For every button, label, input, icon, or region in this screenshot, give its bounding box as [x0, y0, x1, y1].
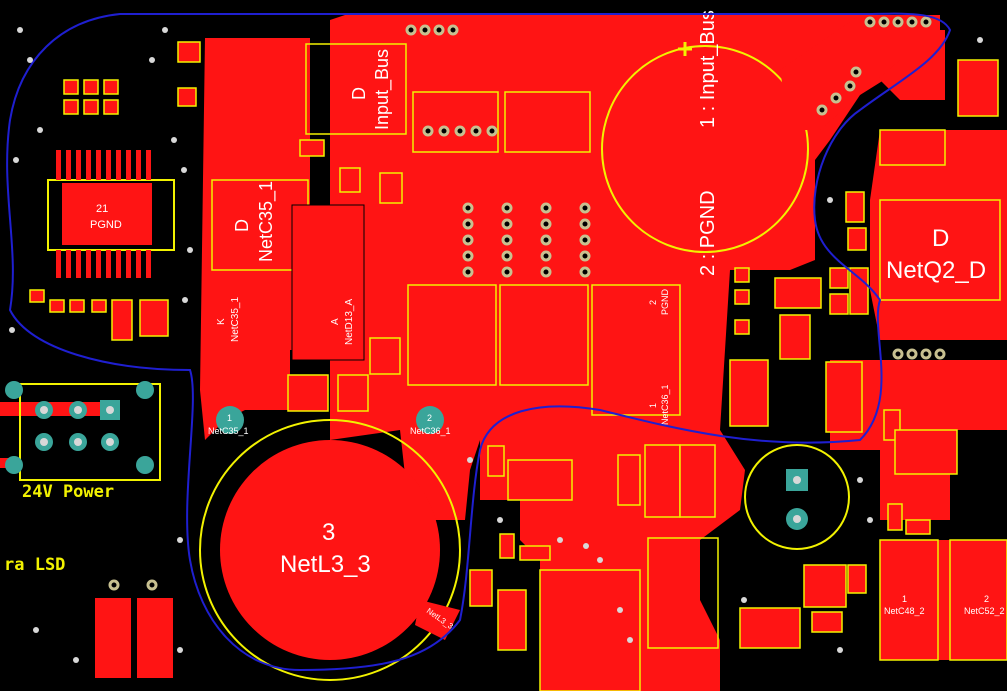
- testpad-netc35-circle: [216, 406, 244, 434]
- pgnd-small-net: PGND: [660, 288, 670, 315]
- connector-holes: [40, 406, 114, 446]
- silk-lsd: ra LSD: [4, 555, 65, 575]
- capacitor-footprint[interactable]: 1 : Input_Bus 2 : PGND: [601, 10, 809, 276]
- k-netc35-k: K: [216, 318, 227, 325]
- copper-pour-netq2: [870, 130, 1007, 340]
- small-vias: [9, 27, 983, 663]
- inductor-number: 3: [322, 519, 335, 546]
- netc48-net: NetC48_2: [884, 606, 925, 616]
- testpad-netc36-circle: [416, 406, 444, 434]
- cap-pin2-label: 2 : PGND: [697, 190, 719, 276]
- a-netd13-a: A: [330, 318, 341, 325]
- inductor-footprint[interactable]: 3 NetL3_3 NetL3_3: [199, 419, 461, 681]
- ic-pin-label: 21: [96, 203, 108, 215]
- misc-passives: [287, 59, 999, 651]
- copper-pad-lower-left-2: [137, 598, 173, 678]
- left-passives: [29, 41, 201, 341]
- pgnd-small-num: 2: [648, 300, 658, 305]
- a-netd13-net: NetD13_A: [344, 299, 355, 345]
- small-cap-hole1: [793, 476, 801, 484]
- small-cap-hole2: [793, 515, 801, 523]
- k-netc35-net: NetC35_1: [230, 297, 241, 342]
- pad-outlines: [211, 43, 1007, 691]
- testpad-netc36[interactable]: 2 NetC36_1: [410, 406, 451, 436]
- copper-inductor-pad: [220, 440, 440, 660]
- cap-pin1-label: 1 : Input_Bus: [697, 10, 719, 128]
- netq2-d: D: [932, 225, 949, 252]
- testpad-netc36-name: NetC36_1: [410, 426, 451, 436]
- via-group: [108, 16, 946, 591]
- netc36-small-net: NetC36_1: [660, 384, 670, 425]
- copper-diagonal-trace: [780, 15, 900, 130]
- copper-pour-input-bus: [330, 15, 940, 520]
- inductor-outline: [199, 419, 461, 681]
- ic-pins: [56, 150, 151, 278]
- ic-exposed-pad: [62, 183, 152, 245]
- ic-pgnd-label: PGND: [90, 219, 122, 231]
- input-bus-d: D: [349, 87, 369, 100]
- connector-outline: [19, 383, 161, 481]
- netc35-d: D: [232, 219, 252, 232]
- testpad-netc35-num: 1: [227, 413, 232, 423]
- netc36-small-num: 1: [648, 403, 658, 408]
- silk-24v-power: 24V Power: [22, 482, 114, 502]
- pad-netc35[interactable]: D NetC35_1: [232, 181, 277, 262]
- inductor-net: NetL3_3: [280, 551, 371, 578]
- netc48-num: 1: [902, 594, 907, 604]
- pad-netq2[interactable]: D NetQ2_D: [886, 225, 986, 284]
- copper-connector-bar: [0, 402, 120, 416]
- pad-input-bus[interactable]: D Input_Bus: [349, 49, 393, 130]
- inductor-tab: [415, 600, 460, 640]
- netc52-num: 2: [984, 594, 989, 604]
- testpad-netc35[interactable]: 1 NetC35_1: [208, 406, 249, 436]
- copper-pad-lower-left-1: [95, 598, 131, 678]
- testpad-netc35-name: NetC35_1: [208, 426, 249, 436]
- netc35-net: NetC35_1: [256, 181, 277, 262]
- region-outline: [6, 12, 952, 672]
- testpad-netc36-num: 2: [427, 413, 432, 423]
- diode-pad: [291, 204, 365, 361]
- small-cap-outline: [744, 444, 850, 550]
- power-connector[interactable]: 24V Power: [5, 381, 161, 502]
- netq2-net: NetQ2_D: [886, 257, 986, 284]
- netc52-net: NetC52_2: [964, 606, 1005, 616]
- small-capacitor[interactable]: [744, 444, 850, 550]
- copper-pour-netc35: [200, 38, 310, 440]
- input-bus-net: Input_Bus: [372, 49, 393, 130]
- copper-pour-bottom-right: [880, 540, 1007, 660]
- left-ic-area[interactable]: 21 PGND: [29, 41, 201, 341]
